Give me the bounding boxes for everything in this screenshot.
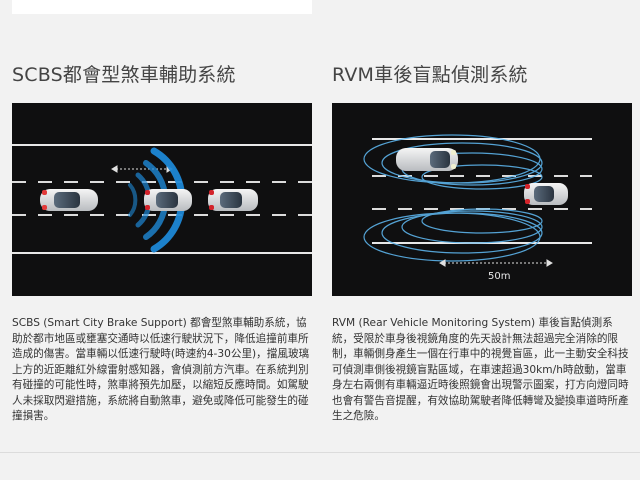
- detection-zone-icon: [363, 134, 543, 262]
- rvm-title: RVM車後盲點偵測系統: [332, 64, 528, 86]
- scbs-description: SCBS (Smart City Brake Support) 都會型煞車輔助系…: [12, 317, 310, 422]
- ego-car-icon: [524, 183, 568, 205]
- approaching-car-icon: [396, 148, 458, 171]
- rvm-road-scene: 50m: [363, 134, 592, 282]
- top-bar: [12, 0, 312, 14]
- distance-arrow: [111, 165, 173, 173]
- lead-car-icon: [208, 189, 258, 211]
- scbs-road-scene: [12, 144, 312, 254]
- scbs-title: SCBS都會型煞車輔助系統: [12, 64, 236, 86]
- distance-marker: [439, 259, 553, 267]
- ego-car-icon: [40, 189, 98, 211]
- front-car-icon: [144, 189, 192, 211]
- divider: [0, 452, 640, 453]
- distance-label: 50m: [488, 271, 510, 282]
- scbs-illustration: [12, 103, 312, 296]
- rvm-description: RVM (Rear Vehicle Monitoring System) 車後盲…: [332, 317, 629, 422]
- rvm-illustration: 50m: [332, 103, 632, 296]
